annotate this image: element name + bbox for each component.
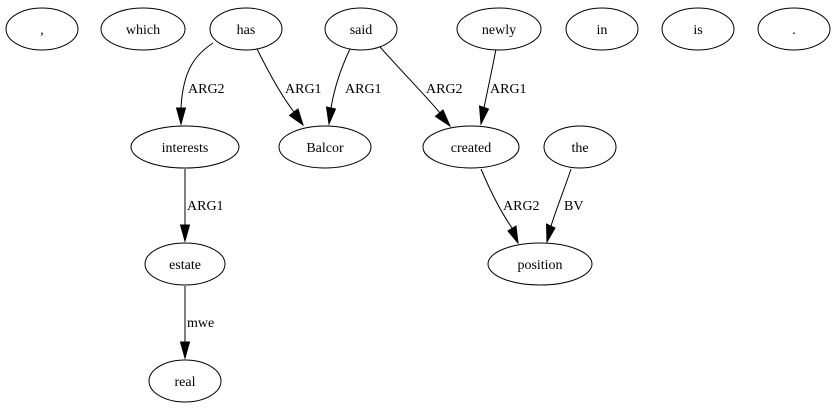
node-which: which <box>100 7 186 51</box>
node-label-the: the <box>571 141 588 156</box>
edge-has-balcor: ARG1 <box>256 48 322 127</box>
edge-label-estate-real: mwe <box>187 316 214 331</box>
node-label-interests: interests <box>162 141 209 156</box>
edge-label-the-position: BV <box>564 199 583 214</box>
node-label-newly: newly <box>482 23 516 38</box>
edge-the-position: BV <box>545 168 583 244</box>
node-said: said <box>324 7 398 51</box>
node-label-said: said <box>350 23 373 38</box>
node-position: position <box>487 242 593 286</box>
node-label-estate: estate <box>169 258 201 273</box>
node-real: real <box>148 359 222 403</box>
node-label-period: . <box>792 23 796 38</box>
node-estate: estate <box>144 242 226 286</box>
node-interests: interests <box>130 125 240 169</box>
node-created: created <box>422 125 520 169</box>
node-label-has: has <box>237 23 256 38</box>
edge-said-balcor: ARG1 <box>325 48 382 126</box>
node-the: the <box>543 125 617 169</box>
edge-interests-estate: ARG1 <box>179 169 224 243</box>
node-label-balcor: Balcor <box>306 141 344 156</box>
edge-created-position: ARG2 <box>480 168 540 245</box>
node-newly: newly <box>456 7 542 51</box>
edge-label-has-balcor: ARG1 <box>285 82 322 97</box>
node-period: . <box>757 7 831 51</box>
node-is: is <box>661 7 735 51</box>
edge-newly-created: ARG1 <box>478 48 527 126</box>
edge-said-created: ARG2 <box>379 46 463 128</box>
edge-estate-real: mwe <box>179 286 214 360</box>
node-balcor: Balcor <box>278 125 372 169</box>
edge-label-created-position: ARG2 <box>503 199 540 214</box>
node-label-created: created <box>451 141 491 156</box>
edge-has-interests: ARG2 <box>175 42 225 126</box>
node-label-position: position <box>517 258 562 273</box>
node-label-which: which <box>126 23 160 38</box>
edge-label-said-created: ARG2 <box>426 82 463 97</box>
edge-label-interests-estate: ARG1 <box>187 199 224 214</box>
node-label-comma: , <box>40 23 44 38</box>
node-has: has <box>209 7 283 51</box>
edge-label-newly-created: ARG1 <box>490 82 527 97</box>
node-label-real: real <box>175 375 196 390</box>
node-in: in <box>565 7 639 51</box>
node-comma: , <box>5 7 79 51</box>
node-label-is: is <box>693 23 702 38</box>
edge-label-has-interests: ARG2 <box>188 82 225 97</box>
node-label-in: in <box>597 23 608 38</box>
edge-label-said-balcor: ARG1 <box>345 82 382 97</box>
